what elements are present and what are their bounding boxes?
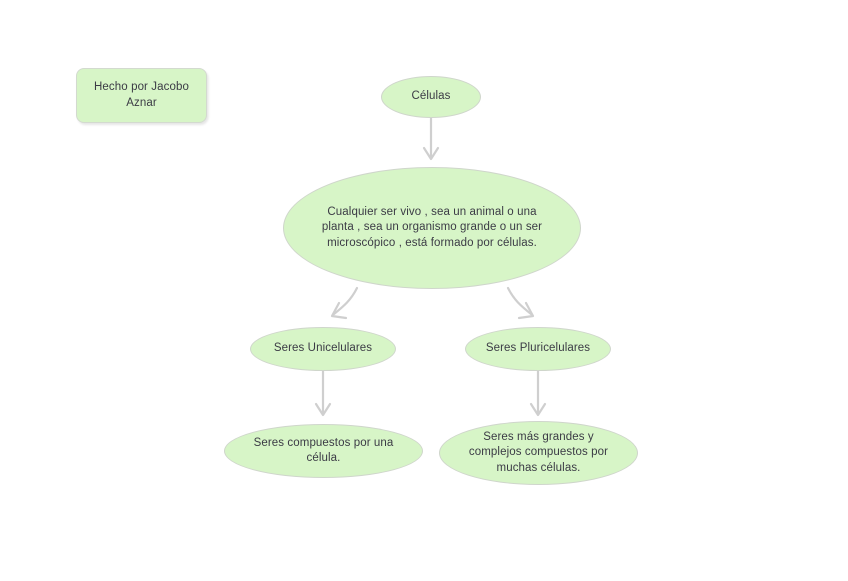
edge-definicion-to-unicelulares bbox=[330, 286, 359, 320]
node-pluricelulares-desc-label: Seres más grandes y complejos compuestos… bbox=[468, 430, 609, 474]
node-unicelulares-label: Seres Unicelulares bbox=[273, 342, 373, 355]
node-unicelulares-desc[interactable]: Seres compuestos por una célula. bbox=[224, 424, 423, 478]
edge-celulas-to-definicion bbox=[422, 116, 440, 161]
credit-box: Hecho por Jacobo Aznar bbox=[76, 68, 207, 123]
edge-pluricelulares-to-pluricelulares-desc bbox=[529, 368, 547, 417]
node-pluricelulares-desc[interactable]: Seres más grandes y complejos compuestos… bbox=[439, 421, 638, 485]
node-definicion[interactable]: Cualquier ser vivo , sea un animal o una… bbox=[283, 167, 581, 289]
edge-unicelulares-to-unicelulares-desc bbox=[314, 368, 332, 417]
node-pluricelulares[interactable]: Seres Pluricelulares bbox=[465, 327, 611, 371]
node-pluricelulares-label: Seres Pluricelulares bbox=[485, 342, 591, 355]
edge-definicion-to-pluricelulares bbox=[506, 286, 535, 320]
node-celulas-label: Células bbox=[411, 90, 451, 103]
node-unicelulares-desc-label: Seres compuestos por una célula. bbox=[253, 436, 394, 465]
node-unicelulares[interactable]: Seres Unicelulares bbox=[250, 327, 396, 371]
node-celulas[interactable]: Células bbox=[381, 76, 481, 118]
node-definicion-label: Cualquier ser vivo , sea un animal o una… bbox=[321, 205, 543, 249]
credit-label: Hecho por Jacobo Aznar bbox=[94, 81, 189, 109]
